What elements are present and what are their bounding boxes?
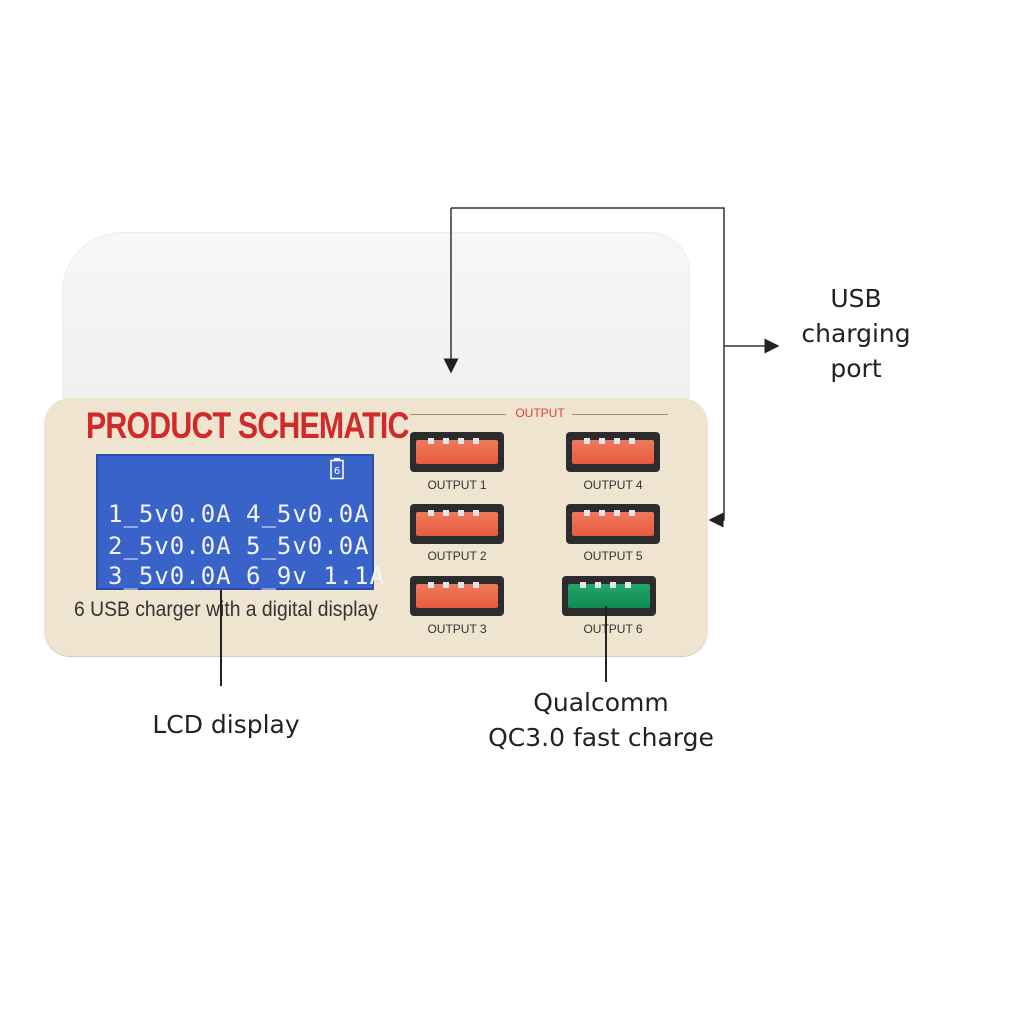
- lcd-row-3: 3_5v0.0A 6_9v 1.1A: [108, 562, 384, 592]
- usb-callout-line-2: charging: [801, 319, 911, 348]
- usb-port-3: [410, 576, 504, 616]
- usb-port-6-qc: [562, 576, 656, 616]
- usb-port-label-4: OUTPUT 4: [583, 478, 643, 492]
- usb-port-label-5: OUTPUT 5: [583, 549, 643, 563]
- usb-callout-line-1: USB: [830, 284, 882, 313]
- lcd-screen: 1_5v0.0A 4_5v0.0A 2_5v0.0A 5_5v0.0A 3_5v…: [96, 454, 384, 592]
- usb-port-label-2: OUTPUT 2: [427, 549, 487, 563]
- lcd-row-1: 1_5v0.0A 4_5v0.0A: [108, 500, 370, 530]
- lcd-port-2-reading: 2_5v0.0A: [108, 532, 232, 560]
- usb-port-4: [566, 432, 660, 472]
- lcd-port-3-reading: 3_5v0.0A: [108, 562, 232, 590]
- charger-top-surface: [62, 232, 690, 422]
- lcd-port-1-reading: 1_5v0.0A: [108, 500, 232, 528]
- lcd-row-2: 2_5v0.0A 5_5v0.0A: [108, 532, 370, 562]
- lcd-callout: LCD display: [152, 710, 300, 739]
- usb-port-label-1: OUTPUT 1: [427, 478, 487, 492]
- lcd-port-5-reading: 5_5v0.0A: [246, 532, 370, 560]
- output-divider-right: [572, 414, 668, 415]
- usb-port-5: [566, 504, 660, 544]
- lcd-port-4-reading: 4_5v0.0A: [246, 500, 370, 528]
- qualcomm-callout: Qualcomm QC3.0 fast charge: [460, 688, 742, 752]
- battery-icon: 6: [330, 458, 344, 480]
- usb-port-1: [410, 432, 504, 472]
- usb-callout-line-3: port: [830, 354, 882, 383]
- qualcomm-callout-line-2: QC3.0 fast charge: [488, 723, 714, 752]
- lcd-port-6-reading: 6_9v 1.1A: [246, 562, 386, 590]
- usb-callout: USB charging port: [786, 284, 926, 383]
- battery-level-label: 6: [334, 466, 340, 477]
- output-group-label: OUTPUT: [515, 406, 565, 420]
- product-caption: 6 USB charger with a digital display: [74, 598, 378, 621]
- usb-port-label-3: OUTPUT 3: [427, 622, 487, 636]
- usb-port-arrow-right: [451, 207, 725, 528]
- output-divider-left: [410, 414, 506, 415]
- usb-port-2: [410, 504, 504, 544]
- usb-port-label-6: OUTPUT 6: [583, 622, 643, 636]
- qualcomm-callout-line-1: Qualcomm: [533, 688, 669, 717]
